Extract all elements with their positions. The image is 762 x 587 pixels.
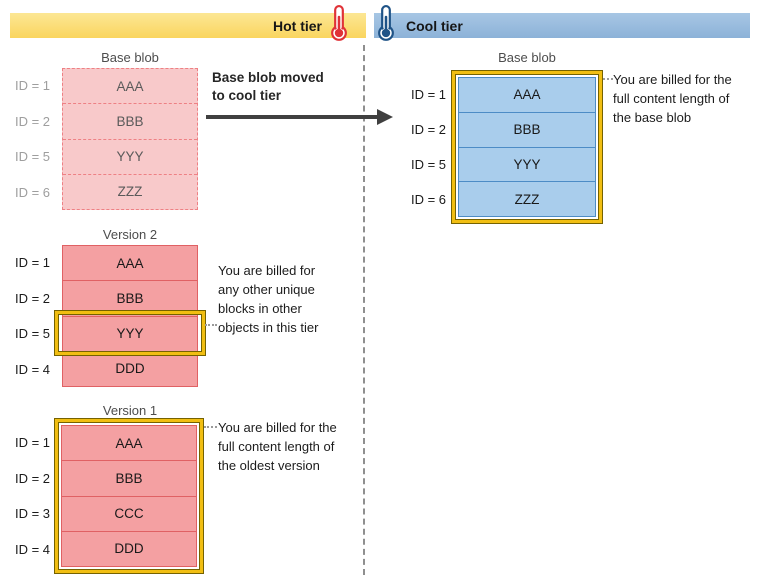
block-id-label: ID = 6 [410,192,446,207]
version2-title: Version 2 [102,227,158,242]
block-id-label: ID = 3 [14,506,50,522]
block-id-label: ID = 4 [14,541,50,557]
cool-annotation: You are billed for the full content leng… [613,72,732,125]
thermometer-cool-icon [378,4,394,41]
hot-tier-label: Hot tier [273,17,322,34]
block-id-label: ID = 2 [14,290,50,306]
hot-base-blob-table: AAA BBB YYY ZZZ [62,68,198,210]
version1-leader-dots [204,426,217,428]
block-id-label: ID = 2 [14,470,50,486]
cool-base-blob-highlight-frame: AAA BBB YYY ZZZ [452,71,602,223]
block-cell: DDD [62,530,196,566]
block-id-label: ID = 6 [14,184,50,200]
block-cell: YYY [459,146,595,182]
tier-separator-line [363,45,365,575]
block-cell: YYY [63,315,197,351]
block-id-label: ID = 2 [410,122,446,137]
move-arrow-line [206,115,380,119]
block-id-label: ID = 5 [14,149,50,165]
block-cell: YYY [63,138,197,174]
block-id-label: ID = 1 [14,255,50,271]
block-cell: DDD [63,350,197,386]
cool-base-blob-id-column: ID = 1 ID = 2 ID = 5 ID = 6 [400,77,446,217]
block-cell: AAA [513,87,541,103]
version2-table: AAA BBB YYY DDD [62,245,198,387]
version2-annotation: You are billed for any other unique bloc… [218,263,319,335]
block-cell: CCC [62,495,196,531]
block-cell: BBB [63,280,197,315]
move-arrow-head [377,108,393,125]
block-cell: BBB [62,460,196,495]
block-cell: AAA [116,78,144,94]
version1-annotation: You are billed for the full content leng… [218,420,337,473]
cool-leader-dots [603,78,613,80]
block-id-label: ID = 5 [14,326,50,342]
hot-base-blob-id-column: ID = 1 ID = 2 ID = 5 ID = 6 [6,68,50,210]
cool-tier-header-bar: Cool tier [374,13,750,38]
version1-highlight-frame: AAA BBB CCC DDD [55,419,203,573]
block-id-label: ID = 5 [410,157,446,172]
block-id-label: ID = 1 [14,435,50,451]
block-id-label: ID = 4 [14,361,50,377]
cool-base-blob-title: Base blob [498,50,556,65]
version1-id-column: ID = 1 ID = 2 ID = 3 ID = 4 [6,425,50,567]
block-id-label: ID = 1 [410,87,446,102]
thermometer-hot-icon [331,4,347,41]
block-cell: AAA [116,255,144,271]
block-cell: AAA [115,435,143,451]
block-cell: ZZZ [63,173,197,209]
cool-tier-label: Cool tier [406,17,463,34]
block-cell: ZZZ [459,181,595,216]
move-note: Base blob moved to cool tier [212,70,324,103]
block-cell: BBB [459,111,595,147]
version1-title: Version 1 [102,403,158,418]
hot-tier-header-bar: Hot tier [10,13,366,38]
version2-highlight-frame [55,311,205,355]
block-id-label: ID = 1 [14,78,50,94]
version2-id-column: ID = 1 ID = 2 ID = 5 ID = 4 [6,245,50,387]
version1-table: AAA BBB CCC DDD [61,425,197,567]
version2-leader-dots [205,324,217,326]
hot-base-blob-title: Base blob [101,50,159,65]
block-id-label: ID = 2 [14,113,50,129]
block-cell: BBB [63,103,197,138]
cool-base-blob-table: AAA BBB YYY ZZZ [458,77,596,217]
